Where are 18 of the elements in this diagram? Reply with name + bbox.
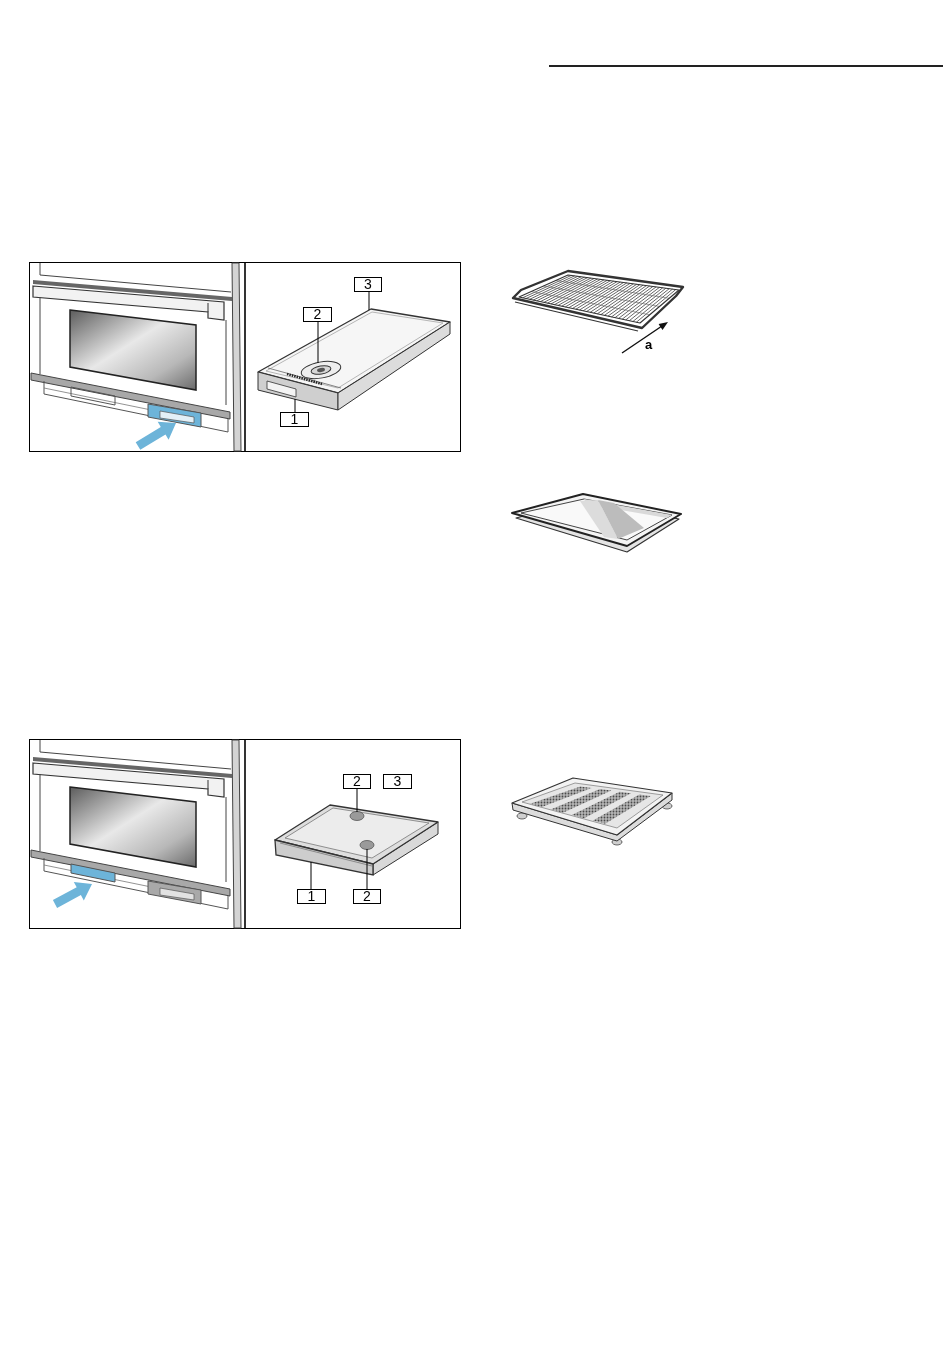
leader-line	[294, 398, 296, 413]
callout-number: 1	[280, 412, 309, 427]
callout-number: 2	[303, 307, 332, 322]
round-cap	[300, 360, 342, 380]
front-panel	[274, 839, 374, 876]
callout-letter: a	[645, 338, 653, 351]
callout-number: 3	[354, 277, 382, 292]
tank-body	[257, 321, 451, 411]
round-disc	[349, 811, 365, 821]
callout-number: 3	[383, 774, 412, 789]
leader-line	[317, 321, 319, 364]
callout-number: 2	[343, 774, 371, 789]
callout-number: 1	[297, 889, 326, 904]
round-disc	[359, 840, 375, 850]
callout-number: 2	[353, 889, 381, 904]
leader-line	[356, 788, 358, 813]
leader-line	[310, 861, 312, 890]
leader-line	[368, 291, 370, 311]
